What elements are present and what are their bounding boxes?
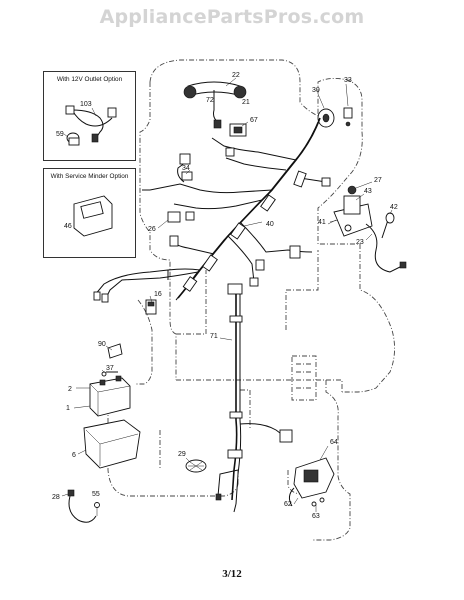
ignition-switch xyxy=(229,123,247,137)
callout-2: 2 xyxy=(68,386,72,393)
callout-40: 40 xyxy=(266,221,274,228)
callout-21: 21 xyxy=(242,99,250,106)
inset-12v-outlet: With 12V Outlet Option xyxy=(43,71,136,161)
callout-23: 23 xyxy=(356,239,364,246)
inset-service-minder: With Service Minder Option xyxy=(43,168,136,258)
starter-cable-23 xyxy=(365,223,407,273)
callout-28: 28 xyxy=(52,494,60,501)
battery xyxy=(76,371,131,417)
callout-30: 30 xyxy=(312,87,320,94)
callout-leaders xyxy=(61,77,393,512)
callout-42: 42 xyxy=(390,204,398,211)
harness-71 xyxy=(215,283,293,513)
part-16 xyxy=(145,299,157,315)
callout-55: 55 xyxy=(92,491,100,498)
callout-6: 6 xyxy=(72,452,76,459)
part-64 xyxy=(288,457,335,507)
callout-41: 41 xyxy=(318,219,326,226)
callout-62: 62 xyxy=(284,501,292,508)
page-number: 3/12 xyxy=(222,568,242,580)
callout-71: 71 xyxy=(210,333,218,340)
callout-72: 72 xyxy=(206,97,214,104)
callout-90: 90 xyxy=(98,341,106,348)
callout-34: 34 xyxy=(182,165,190,172)
starter-solenoid xyxy=(327,185,373,237)
watermark: AppliancePartsPros.com xyxy=(99,6,365,28)
inset-service-minder-title: With Service Minder Option xyxy=(50,173,129,180)
callout-16: 16 xyxy=(154,291,162,298)
callout-22: 22 xyxy=(232,72,240,79)
callout-26: 26 xyxy=(148,226,156,233)
headlight-assembly xyxy=(183,81,247,129)
chassis-outline xyxy=(107,59,395,541)
cable-42 xyxy=(381,212,395,239)
main-harness xyxy=(93,117,331,303)
callout-63: 63 xyxy=(312,513,320,520)
callout-1: 1 xyxy=(66,405,70,412)
battery-cable-28 xyxy=(67,489,100,523)
callout-29: 29 xyxy=(178,451,186,458)
battery-tray xyxy=(83,419,141,469)
inset-12v-outlet-title: With 12V Outlet Option xyxy=(56,76,123,83)
callout-27: 27 xyxy=(374,177,382,184)
callout-37: 37 xyxy=(106,365,114,372)
part-90 xyxy=(107,343,123,359)
callout-67: 67 xyxy=(250,117,258,124)
callout-64: 64 xyxy=(330,439,338,446)
callout-33: 33 xyxy=(344,77,352,84)
part-30-33 xyxy=(317,107,353,128)
callout-43: 43 xyxy=(364,188,372,195)
part-29 xyxy=(185,459,207,473)
